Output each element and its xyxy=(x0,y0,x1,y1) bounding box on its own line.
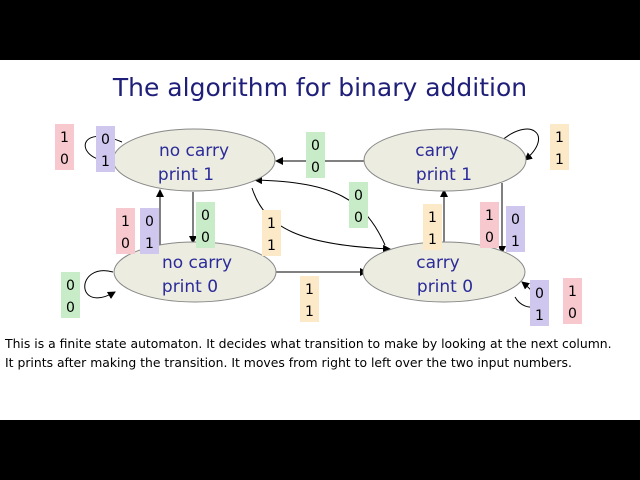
transition-label-top-digit: 1 xyxy=(60,130,69,146)
transition-label-c1-to-c0-a: 10 xyxy=(480,202,499,248)
transition-label-nc0-self: 00 xyxy=(61,272,80,318)
transition-label-c0-to-nc1: 00 xyxy=(349,182,368,228)
state-c0: carry print 0 xyxy=(362,241,526,303)
transition-label-nc1-self-a: 10 xyxy=(55,124,74,170)
transition-label-bottom-digit: 1 xyxy=(101,154,110,170)
transition-label-bottom-digit: 1 xyxy=(428,232,437,248)
transition-label-bottom-digit: 1 xyxy=(305,304,314,320)
state-c1: carry print 1 xyxy=(363,128,527,192)
transition-label-bottom-digit: 0 xyxy=(66,300,75,316)
transition-label-top-digit: 1 xyxy=(305,282,314,298)
transition-label-c0-to-c1: 11 xyxy=(423,204,442,250)
transition-label-bottom-digit: 1 xyxy=(145,236,154,252)
edge-c0-to-nc1 xyxy=(254,176,386,246)
transition-label-top-digit: 0 xyxy=(145,214,154,230)
transition-label-nc0-to-c0: 11 xyxy=(300,276,319,322)
slide-title: The algorithm for binary addition xyxy=(112,73,528,102)
transition-label-box xyxy=(423,204,442,250)
transition-label-box xyxy=(61,272,80,318)
state-diagram: no carry print 1 carry print 1 no carry … xyxy=(55,124,582,326)
edge-nc0-self xyxy=(84,270,116,299)
transition-label-nc1-self-b: 01 xyxy=(96,126,115,172)
transition-label-top-digit: 1 xyxy=(555,130,564,146)
transition-label-bottom-digit: 0 xyxy=(568,306,577,322)
state-c0-line1: carry xyxy=(416,253,460,273)
transition-label-top-digit: 0 xyxy=(66,278,75,294)
transition-label-c0-self-a: 01 xyxy=(530,280,549,326)
transition-label-c1-to-nc1: 00 xyxy=(306,132,325,178)
transition-label-box xyxy=(96,126,115,172)
transition-label-top-digit: 1 xyxy=(428,210,437,226)
transition-label-top-digit: 0 xyxy=(354,188,363,204)
transition-label-bottom-digit: 0 xyxy=(311,160,320,176)
transition-label-box xyxy=(563,278,582,324)
transition-label-bottom-digit: 0 xyxy=(121,236,130,252)
transition-label-top-digit: 1 xyxy=(267,216,276,232)
transition-label-top-digit: 1 xyxy=(121,214,130,230)
transition-label-box xyxy=(306,132,325,178)
transition-label-box xyxy=(349,182,368,228)
state-nc0-line2: print 0 xyxy=(162,277,218,297)
transition-label-c0-self-b: 10 xyxy=(563,278,582,324)
caption-line-2: It prints after making the transition. I… xyxy=(5,355,572,370)
transition-label-box xyxy=(506,206,525,252)
state-nc1-line1: no carry xyxy=(159,141,229,161)
transition-label-box xyxy=(262,210,281,256)
transition-label-nc0-to-nc1-b: 01 xyxy=(140,208,159,254)
transition-label-top-digit: 0 xyxy=(101,132,110,148)
transition-label-box xyxy=(550,124,569,170)
transition-label-box xyxy=(140,208,159,254)
state-c1-line1: carry xyxy=(415,141,459,161)
transition-label-bottom-digit: 0 xyxy=(485,230,494,246)
transition-label-bottom-digit: 1 xyxy=(511,234,520,250)
state-nc1: no carry print 1 xyxy=(112,128,276,192)
transition-label-top-digit: 1 xyxy=(485,208,494,224)
transition-label-box xyxy=(530,280,549,326)
transition-label-bottom-digit: 1 xyxy=(267,238,276,254)
state-c0-line2: print 0 xyxy=(417,277,473,297)
transition-label-bottom-digit: 0 xyxy=(354,210,363,226)
transition-label-top-digit: 0 xyxy=(511,212,520,228)
transition-label-box xyxy=(116,208,135,254)
transition-label-c1-to-c0-b: 01 xyxy=(506,206,525,252)
edge-c1-self xyxy=(499,128,539,161)
transition-label-bottom-digit: 0 xyxy=(201,230,210,246)
state-c1-line2: print 1 xyxy=(416,165,472,185)
transition-label-nc1-to-c0: 11 xyxy=(262,210,281,256)
edge-nc1-to-c0 xyxy=(251,187,391,253)
transition-label-top-digit: 0 xyxy=(535,286,544,302)
transition-label-bottom-digit: 1 xyxy=(535,308,544,324)
state-nc0-line1: no carry xyxy=(162,253,232,273)
transition-label-c1-self: 11 xyxy=(550,124,569,170)
transition-label-nc0-to-nc1-a: 10 xyxy=(116,208,135,254)
transition-label-top-digit: 0 xyxy=(201,208,210,224)
transition-label-box xyxy=(55,124,74,170)
transition-label-box xyxy=(196,202,215,248)
caption-line-1: This is a finite state automaton. It dec… xyxy=(5,336,612,351)
state-nc1-line2: print 1 xyxy=(158,165,214,185)
transition-label-box xyxy=(480,202,499,248)
transition-label-bottom-digit: 1 xyxy=(555,152,564,168)
state-nc0: no carry print 0 xyxy=(113,241,277,303)
transition-label-top-digit: 1 xyxy=(568,284,577,300)
transition-label-box xyxy=(300,276,319,322)
transition-label-top-digit: 0 xyxy=(311,138,320,154)
slide: The algorithm for binary addition no ca xyxy=(0,60,640,420)
transition-label-nc1-to-nc0: 00 xyxy=(196,202,215,248)
transition-label-bottom-digit: 0 xyxy=(60,152,69,168)
